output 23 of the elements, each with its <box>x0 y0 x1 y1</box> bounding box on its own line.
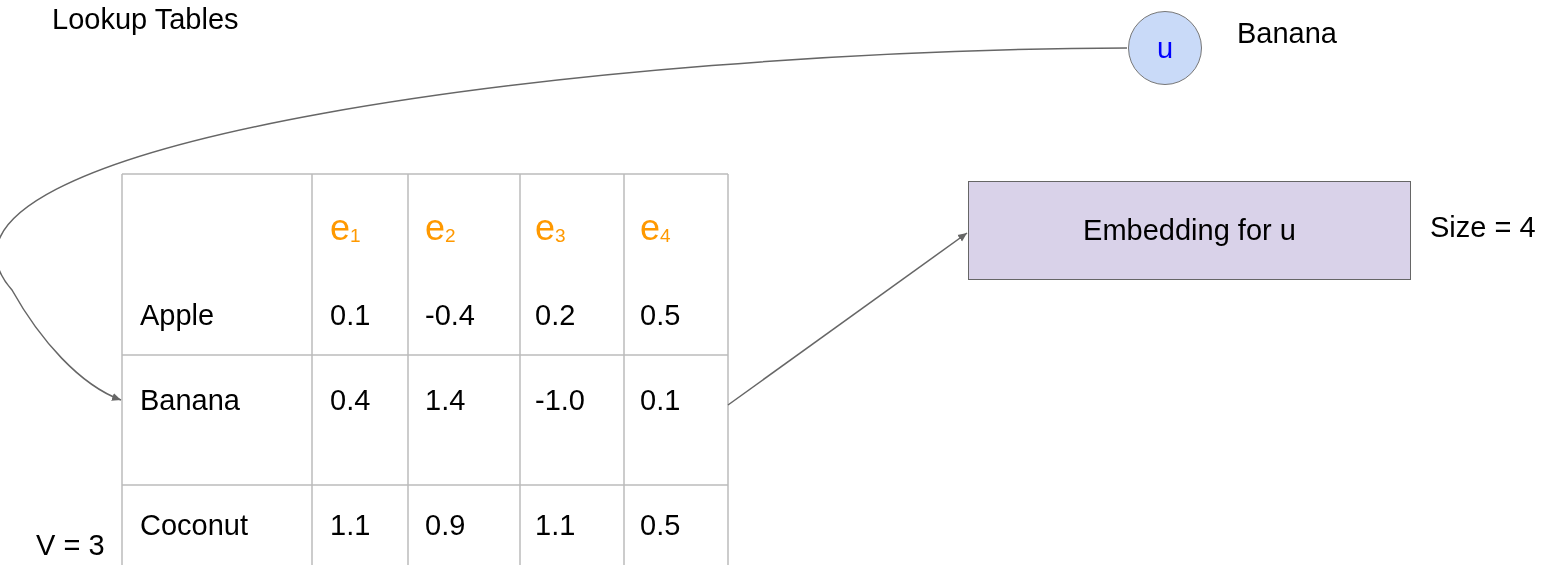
row-label: Coconut <box>140 510 248 542</box>
diagram-title: Lookup Tables <box>52 4 239 36</box>
value-text: 0.9 <box>425 510 466 542</box>
value-text: 0.2 <box>535 300 576 332</box>
caption-text: Size = 4 <box>1430 212 1536 244</box>
value-text: 0.5 <box>640 300 681 332</box>
embedding-box: Embedding for u <box>968 181 1411 280</box>
row-label: Apple <box>140 300 215 332</box>
value-text: 0.4 <box>330 385 371 417</box>
node-circle: u <box>1128 11 1202 85</box>
value-text: -0.4 <box>425 300 475 332</box>
arrow <box>727 232 968 406</box>
value-text: 1.4 <box>425 385 466 417</box>
value-text: -1.0 <box>535 385 585 417</box>
row-label: Banana <box>140 385 240 417</box>
value-text: 0.5 <box>640 510 681 542</box>
note-text: V = 3 <box>36 530 105 562</box>
value-text: 0.1 <box>640 385 681 417</box>
value-text: 1.1 <box>330 510 371 542</box>
value-text: 1.1 <box>535 510 576 542</box>
value-text: 0.1 <box>330 300 371 332</box>
caption-text: Banana <box>1237 18 1337 50</box>
arrow <box>0 47 1128 401</box>
